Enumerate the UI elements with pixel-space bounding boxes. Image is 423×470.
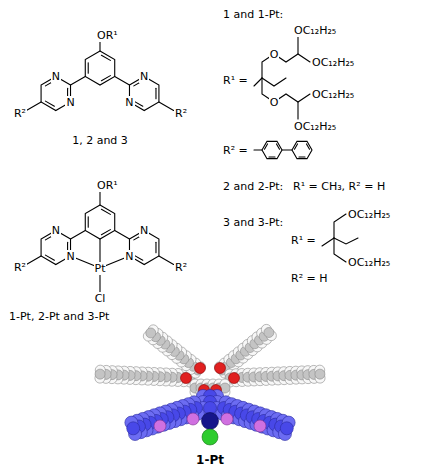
compound-label: 3 and 3-Pt: (222, 216, 284, 229)
substituent-label: R² = H (290, 272, 329, 285)
atom-label: N (51, 224, 61, 237)
bond (334, 238, 358, 244)
atom-label: N (139, 70, 149, 83)
oxygen-sphere (229, 373, 240, 384)
atom-label: N (139, 224, 149, 237)
oxygen-sphere (181, 373, 192, 384)
atom-label: N (124, 250, 134, 263)
bond (262, 141, 282, 158)
nitrogen-sphere (254, 420, 266, 432)
bond (297, 37, 298, 54)
oxygen-sphere (195, 363, 206, 374)
substituent-label: R² = (222, 144, 249, 157)
bond (88, 63, 89, 73)
group-label: OC₁₂H₂₅ (347, 208, 391, 221)
bond (294, 144, 297, 149)
bond (71, 231, 86, 240)
bond (85, 205, 114, 239)
bond (134, 255, 143, 260)
atom-label: Cl (94, 292, 107, 305)
bond (264, 144, 267, 149)
bond (155, 88, 156, 98)
group-label: OC₁₂H₂₅ (311, 88, 355, 101)
atom-sphere (315, 369, 325, 379)
substituent-label: OR¹ (96, 179, 119, 192)
substituent-label: OR¹ (96, 29, 119, 42)
bond (292, 141, 312, 158)
bond (26, 256, 41, 265)
bond (254, 149, 262, 150)
bond (299, 156, 305, 157)
group-label: OC₁₂H₂₅ (293, 24, 337, 37)
atom-label: N (65, 96, 75, 109)
substituent-label: R¹ = CH₃, R² = H (292, 180, 386, 193)
substituent-label: R² (13, 107, 27, 120)
atom-label: N (51, 70, 61, 83)
atom-label: O (269, 96, 280, 109)
bond (45, 101, 54, 106)
bond (45, 255, 54, 260)
substituent-label: R¹ = (222, 74, 249, 87)
bond (334, 214, 346, 238)
bond (155, 242, 156, 252)
bond (71, 77, 86, 86)
nitrogen-sphere (187, 413, 199, 425)
atom-sphere (127, 422, 140, 435)
bond (101, 230, 110, 235)
compound-label: 1 and 1-Pt: (222, 8, 284, 21)
chlorine-sphere (202, 429, 218, 445)
bond (262, 78, 286, 86)
bond (101, 76, 110, 81)
substituent-label: R² (13, 261, 27, 274)
bond (99, 191, 100, 205)
bond (269, 156, 275, 157)
space-filling-model (95, 324, 325, 445)
bond (322, 238, 334, 246)
compound-label: 1-Pt, 2-Pt and 3-Pt (8, 310, 110, 323)
bond (159, 102, 174, 111)
bond (134, 101, 143, 106)
atom-sphere (95, 369, 105, 379)
substituent-label: R¹ = (290, 234, 317, 247)
bond (115, 231, 130, 240)
nitrogen-sphere (154, 420, 166, 432)
group-label: OC₁₂H₂₅ (311, 56, 355, 69)
group-label: OC₁₂H₂₅ (347, 256, 391, 269)
bond (85, 51, 114, 85)
bond (276, 144, 279, 149)
compound-label: 2 and 2-Pt: (222, 180, 284, 193)
group-label: OC₁₂H₂₅ (293, 120, 337, 133)
bond (101, 209, 110, 214)
compound-label: 1, 2 and 3 (71, 134, 129, 147)
bond (159, 256, 174, 265)
substituent-label: R² (174, 261, 188, 274)
substituent-label: R² (174, 107, 188, 120)
bond (306, 144, 309, 149)
atom-label: N (65, 250, 75, 263)
compound-label: 1-Pt (195, 454, 225, 467)
nitrogen-sphere (221, 413, 233, 425)
bond (115, 77, 130, 86)
atom-sphere (280, 422, 293, 435)
bond (297, 102, 298, 119)
bond (101, 55, 110, 60)
atom-sphere (264, 328, 274, 338)
atom-sphere (146, 328, 156, 338)
atom-label: O (269, 48, 280, 61)
platinum-sphere (202, 413, 219, 430)
oxygen-sphere (215, 363, 226, 374)
bond (282, 149, 292, 150)
bond (254, 78, 262, 86)
bond (88, 217, 89, 227)
bond (26, 102, 41, 111)
atom-label: Pt (94, 262, 107, 275)
atom-label: N (124, 96, 134, 109)
bond-lines (26, 37, 358, 298)
